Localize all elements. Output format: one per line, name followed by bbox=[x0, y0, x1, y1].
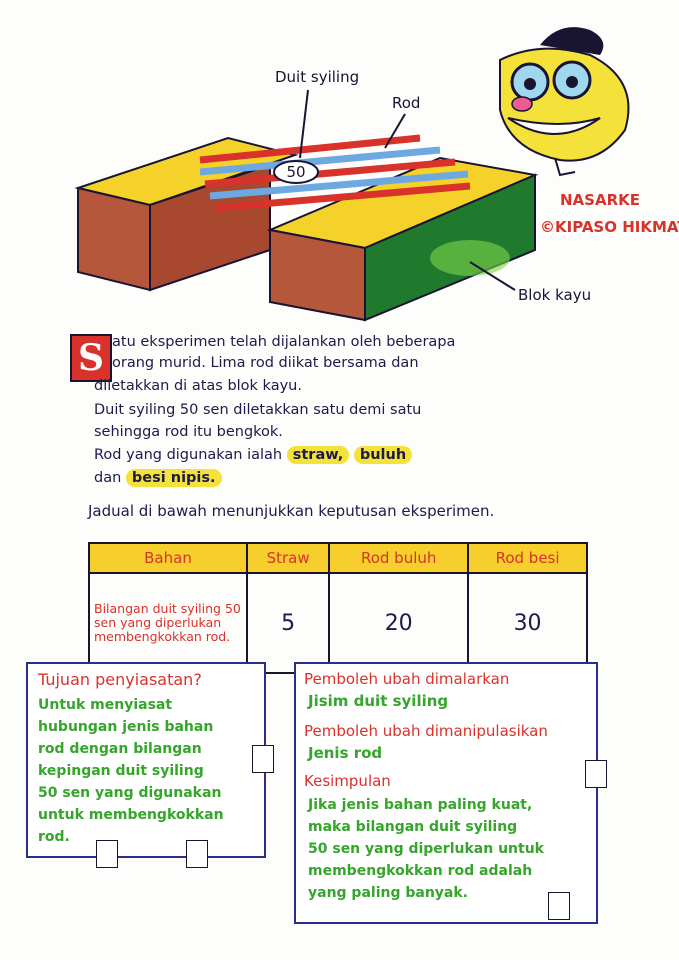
conclusion-line-5: yang paling banyak. bbox=[308, 885, 469, 901]
purpose-line-4: kepingan duit syiling bbox=[38, 763, 204, 779]
header-bahan: Bahan bbox=[88, 542, 248, 574]
intro-line-6-text: Rod yang digunakan ialah bbox=[94, 447, 283, 463]
intro-line-4: Duit syiling 50 sen diletakkan satu demi… bbox=[94, 402, 422, 418]
rods bbox=[199, 134, 471, 212]
tape-4 bbox=[585, 760, 607, 788]
purpose-line-7: rod. bbox=[38, 829, 70, 845]
coin-text: 50 bbox=[286, 163, 305, 181]
constant-variable-value: Jisim duit syiling bbox=[308, 692, 449, 710]
intro-line-5: sehingga rod itu bengkok. bbox=[94, 424, 283, 440]
value-straw: 5 bbox=[245, 572, 331, 674]
highlight-straw: straw, bbox=[286, 446, 350, 464]
tape-3 bbox=[186, 840, 208, 868]
conclusion-line-1: Jika jenis bahan paling kuat, bbox=[308, 797, 533, 813]
cartoon-face bbox=[499, 27, 630, 177]
variables-box: Pemboleh ubah dimalarkan Jisim duit syil… bbox=[294, 662, 598, 924]
conclusion-heading: Kesimpulan bbox=[304, 772, 391, 790]
label-rod: Rod bbox=[392, 94, 420, 112]
purpose-title: Tujuan penyiasatan? bbox=[38, 670, 202, 689]
pointer-coin bbox=[299, 89, 309, 159]
purpose-box: Tujuan penyiasatan? Untuk menyiasat hubu… bbox=[26, 662, 266, 858]
conclusion-line-4: membengkokkan rod adalah bbox=[308, 863, 533, 879]
header-straw: Straw bbox=[245, 542, 331, 574]
dropcap: S bbox=[70, 334, 112, 382]
results-table: Bahan Straw Rod buluh Rod besi Bilangan … bbox=[88, 542, 588, 674]
label-block: Blok kayu bbox=[518, 286, 591, 304]
highlight-besi: besi nipis. bbox=[125, 469, 222, 487]
pointer-block bbox=[469, 261, 516, 291]
manipulated-variable-heading: Pemboleh ubah dimanipulasikan bbox=[304, 722, 548, 740]
purpose-line-6: untuk membengkokkan bbox=[38, 807, 224, 823]
tape-1 bbox=[252, 745, 274, 773]
purpose-line-5: 50 sen yang digunakan bbox=[38, 785, 222, 801]
coin bbox=[273, 160, 319, 184]
table-header-row: Bahan Straw Rod buluh Rod besi bbox=[88, 542, 588, 574]
purpose-line-1: Untuk menyiasat bbox=[38, 697, 173, 713]
purpose-line-2: hubungan jenis bahan bbox=[38, 719, 214, 735]
intro-line-7-text: dan bbox=[94, 470, 122, 486]
left-block-front bbox=[77, 186, 151, 292]
intro-line-6: Rod yang digunakan ialah straw, buluh bbox=[94, 446, 413, 464]
value-rod-buluh: 20 bbox=[328, 572, 470, 674]
tape-5 bbox=[548, 892, 570, 920]
conclusion-line-2: maka bilangan duit syiling bbox=[308, 819, 518, 835]
brand: ©KIPASO HIKMAT bbox=[540, 218, 679, 236]
table-row: Bilangan duit syiling 50 sen yang diperl… bbox=[88, 572, 588, 674]
intro-line-7: dan besi nipis. bbox=[94, 469, 222, 487]
highlight-buluh: buluh bbox=[353, 446, 413, 464]
row-label: Bilangan duit syiling 50 sen yang diperl… bbox=[88, 572, 248, 674]
value-rod-besi: 30 bbox=[467, 572, 588, 674]
intro-line-2: orang murid. Lima rod diikat bersama dan bbox=[112, 355, 419, 371]
header-rod-besi: Rod besi bbox=[467, 542, 588, 574]
constant-variable-heading: Pemboleh ubah dimalarkan bbox=[304, 670, 510, 688]
table-caption: Jadual di bawah menunjukkan keputusan ek… bbox=[88, 502, 495, 520]
block-highlight bbox=[430, 240, 510, 276]
apparatus-illustration: 50 Duit syiling Rod Blok kayu NASARKE ©K… bbox=[74, 27, 679, 322]
manipulated-variable-value: Jenis rod bbox=[308, 744, 383, 762]
purpose-line-3: rod dengan bilangan bbox=[38, 741, 202, 757]
pointer-rod bbox=[384, 113, 406, 149]
tape-2 bbox=[96, 840, 118, 868]
signature: NASARKE bbox=[560, 191, 640, 209]
label-coin: Duit syiling bbox=[275, 68, 359, 86]
intro-line-1: atu eksperimen telah dijalankan oleh beb… bbox=[112, 334, 456, 350]
header-rod-buluh: Rod buluh bbox=[328, 542, 470, 574]
intro-line-3: diletakkan di atas blok kayu. bbox=[94, 378, 302, 394]
conclusion-line-3: 50 sen yang diperlukan untuk bbox=[308, 841, 544, 857]
